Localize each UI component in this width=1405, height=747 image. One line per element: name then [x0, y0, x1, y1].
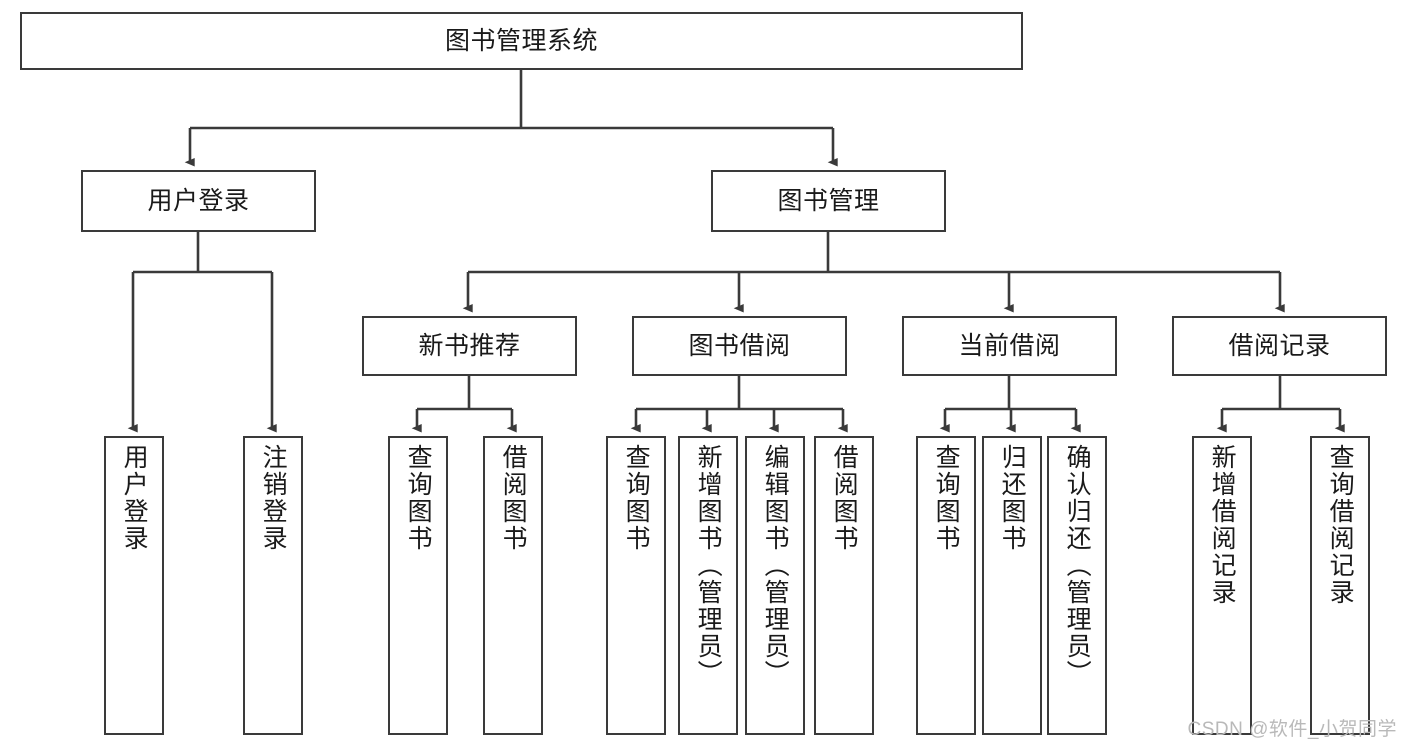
- node-label: 当前借阅: [958, 331, 1061, 360]
- leaf-record-add-record[interactable]: 新增借阅记录: [1192, 436, 1252, 735]
- node-label: 注销登录: [259, 444, 288, 552]
- leaf-borrow-add-book-admin[interactable]: 新增图书（管理员）: [678, 436, 738, 735]
- node-current-borrow[interactable]: 当前借阅: [902, 316, 1117, 376]
- node-label: 查询图书: [932, 444, 961, 552]
- node-label: 借阅图书: [830, 444, 859, 552]
- csdn-watermark: CSDN @软件_小贺同学: [1187, 719, 1397, 740]
- node-label: 借阅记录: [1228, 331, 1331, 360]
- leaf-recommend-borrow-book[interactable]: 借阅图书: [483, 436, 543, 735]
- node-label: 图书管理系统: [444, 26, 598, 55]
- leaf-user-login-login[interactable]: 用户登录: [104, 436, 164, 735]
- leaf-current-confirm-return-admin[interactable]: 确认归还（管理员）: [1047, 436, 1107, 735]
- node-label: 归还图书: [998, 444, 1027, 552]
- leaf-record-query-record[interactable]: 查询借阅记录: [1310, 436, 1370, 735]
- node-label: 新增图书（管理员）: [694, 444, 723, 687]
- node-label: 查询图书: [622, 444, 651, 552]
- node-new-book-recommend[interactable]: 新书推荐: [362, 316, 577, 376]
- leaf-borrow-query-book[interactable]: 查询图书: [606, 436, 666, 735]
- node-root-system[interactable]: 图书管理系统: [20, 12, 1023, 70]
- node-user-login[interactable]: 用户登录: [81, 170, 316, 232]
- node-label: 借阅图书: [499, 444, 528, 552]
- leaf-recommend-query-book[interactable]: 查询图书: [388, 436, 448, 735]
- node-label: 查询借阅记录: [1326, 444, 1355, 606]
- node-book-borrow[interactable]: 图书借阅: [632, 316, 847, 376]
- node-label: 新书推荐: [418, 331, 521, 360]
- node-label: 图书借阅: [688, 331, 791, 360]
- node-label: 确认归还（管理员）: [1063, 444, 1092, 687]
- node-label: 编辑图书（管理员）: [761, 444, 790, 687]
- node-label: 新增借阅记录: [1208, 444, 1237, 606]
- node-label: 图书管理: [777, 186, 880, 215]
- node-book-management[interactable]: 图书管理: [711, 170, 946, 232]
- leaf-current-return-book[interactable]: 归还图书: [982, 436, 1042, 735]
- leaf-borrow-edit-book-admin[interactable]: 编辑图书（管理员）: [745, 436, 805, 735]
- leaf-current-query-book[interactable]: 查询图书: [916, 436, 976, 735]
- node-label: 用户登录: [147, 186, 250, 215]
- node-label: 用户登录: [120, 444, 149, 552]
- node-label: 查询图书: [404, 444, 433, 552]
- leaf-user-login-logout[interactable]: 注销登录: [243, 436, 303, 735]
- leaf-borrow-borrow-book[interactable]: 借阅图书: [814, 436, 874, 735]
- node-borrow-record[interactable]: 借阅记录: [1172, 316, 1387, 376]
